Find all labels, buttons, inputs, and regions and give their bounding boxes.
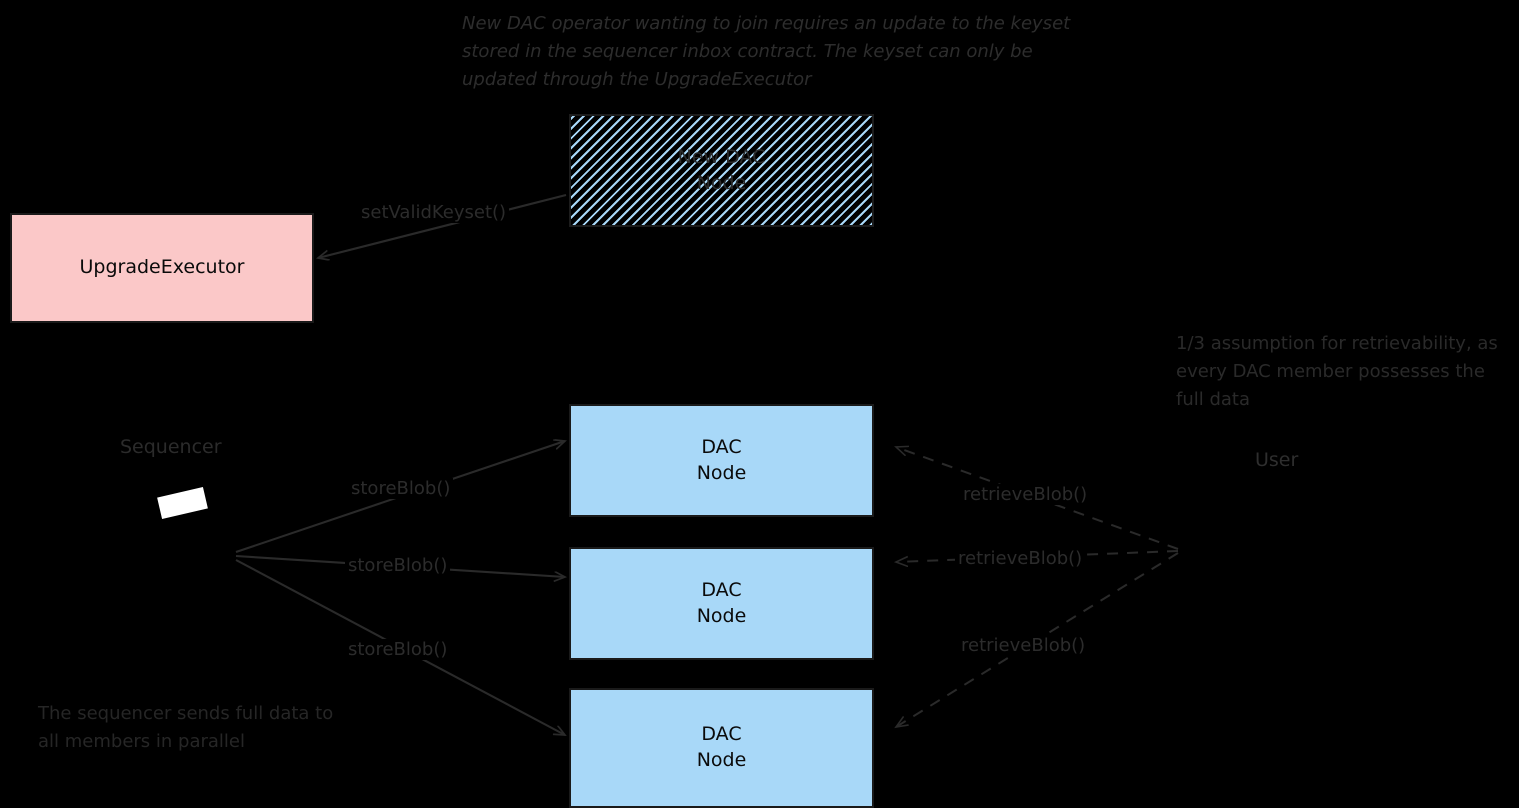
- node-dac-node-1-label: DAC Node: [696, 435, 747, 484]
- edge-label-setvalidkeyset: setValidKeyset(): [358, 202, 510, 223]
- edge-label-storeblob-3: storeBlob(): [345, 639, 451, 660]
- node-dac-node-3-label: DAC Node: [696, 723, 747, 771]
- node-dac-node-2-label: DAC Node: [696, 578, 747, 627]
- edge-label-retrieveblob-1: retrieveBlob(): [960, 484, 1091, 505]
- edge-label-storeblob-1: storeBlob(): [348, 478, 454, 499]
- annotation-sequencer-note: The sequencer sends full data to all mem…: [38, 703, 334, 752]
- edge-setvalidkeyset: [318, 193, 567, 258]
- actor-label-sequencer: Sequencer: [120, 436, 222, 458]
- node-dac-node-2[interactable]: DAC Node: [569, 547, 874, 660]
- edge-label-retrieveblob-3: retrieveBlob(): [958, 635, 1089, 656]
- node-dac-node-1[interactable]: DAC Node: [569, 404, 874, 517]
- node-upgrade-executor[interactable]: UpgradeExecutor: [10, 213, 314, 323]
- node-dac-node-3[interactable]: DAC Node: [569, 688, 874, 808]
- edge-label-storeblob-2: storeBlob(): [345, 555, 451, 576]
- annotation-retrievability-note: 1/3 assumption for retrievability, as ev…: [1176, 333, 1498, 410]
- edge-label-retrieveblob-2: retrieveBlob(): [955, 548, 1086, 569]
- node-upgrade-executor-label: UpgradeExecutor: [79, 256, 245, 279]
- actor-label-user: User: [1255, 449, 1299, 471]
- node-new-dac-node-label: New DAC Node: [677, 145, 766, 194]
- annotation-keyset-note: New DAC operator wanting to join require…: [462, 13, 1071, 90]
- node-new-dac-node[interactable]: New DAC Node: [569, 114, 874, 227]
